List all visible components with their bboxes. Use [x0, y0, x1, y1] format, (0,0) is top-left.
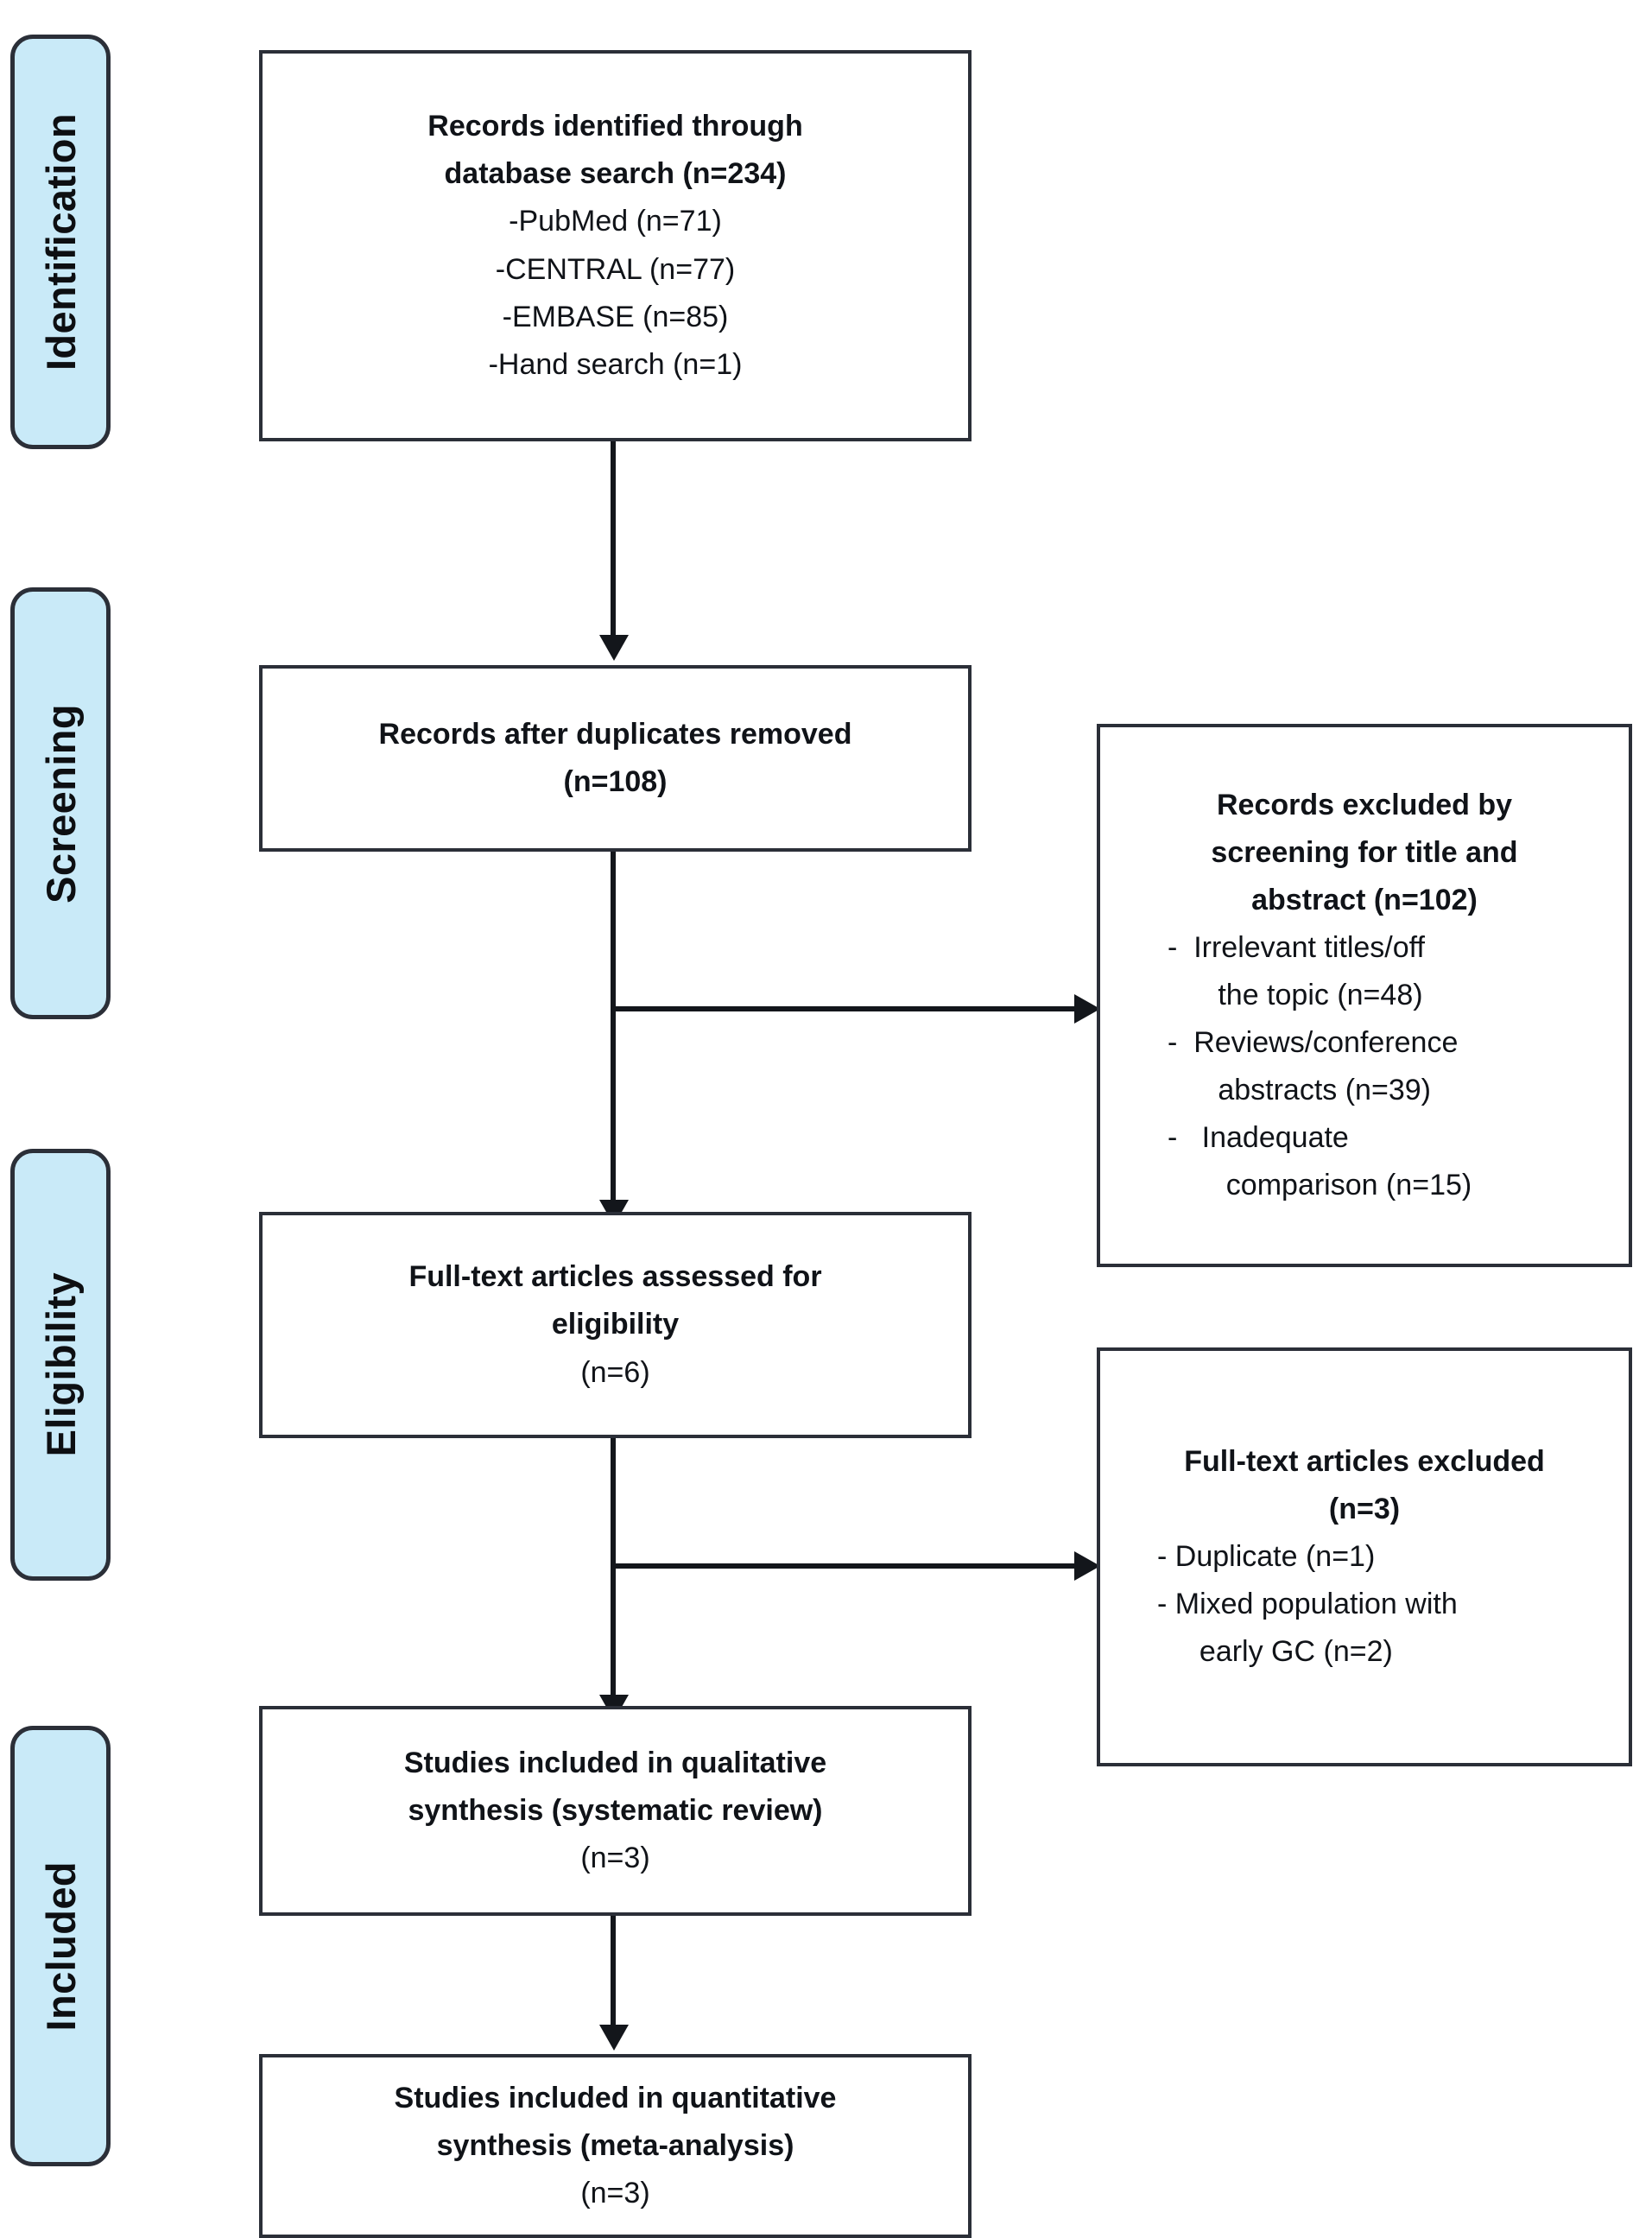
list-item: - Inadequate comparison (n=15) — [1168, 1121, 1472, 1202]
box-records-identified: Records identified through database sear… — [259, 50, 972, 441]
arrowhead-down-identified-to-duplicates — [599, 635, 629, 661]
connector-branch-to-fulltext-excluded — [611, 1563, 1079, 1569]
box-line: -CENTRAL (n=77) — [495, 252, 736, 286]
box-line: (n=6) — [580, 1355, 650, 1389]
stage-tab-included: Included — [10, 1726, 111, 2166]
box-fulltext-assessed: Full-text articles assessed for eligibil… — [259, 1212, 972, 1438]
list-item: - Irrelevant titles/off the topic (n=48) — [1168, 930, 1425, 1011]
box-records-excluded-screening: Records excluded by screening for title … — [1097, 724, 1632, 1267]
stage-tab-identification: Identification — [10, 35, 111, 449]
box-line: Studies included in qualitative — [403, 1746, 827, 1779]
stage-tab-eligibility: Eligibility — [10, 1149, 111, 1581]
box-line: Studies included in quantitative — [394, 2081, 837, 2114]
arrowhead-right-to-fulltext-excluded — [1074, 1551, 1100, 1581]
box-line: Records identified through — [427, 110, 803, 143]
box-records-after-duplicates: Records after duplicates removed (n=108) — [259, 665, 972, 852]
stage-label-screening: Screening — [37, 703, 84, 903]
box-line: Full-text articles excluded — [1184, 1444, 1545, 1478]
exclusion-reason-list: - Irrelevant titles/off the topic (n=48)… — [1100, 924, 1629, 1209]
box-studies-qualitative: Studies included in qualitative synthesi… — [259, 1706, 972, 1916]
connector-duplicates-to-fulltext — [611, 852, 616, 1201]
box-line: synthesis (meta-analysis) — [436, 2128, 794, 2162]
arrowhead-right-to-excluded-screening — [1074, 994, 1100, 1024]
box-line: Records after duplicates removed — [378, 717, 852, 751]
box-line: Full-text articles assessed for — [408, 1260, 822, 1294]
stage-label-included: Included — [37, 1861, 84, 2032]
list-item: - Duplicate (n=1) — [1157, 1539, 1376, 1573]
arrowhead-down-qualitative-to-quantitative — [599, 2025, 629, 2051]
connector-branch-to-excluded-screening — [611, 1006, 1079, 1011]
box-line: -Hand search (n=1) — [488, 347, 743, 381]
stage-label-eligibility: Eligibility — [37, 1272, 84, 1457]
list-item: - Mixed population with early GC (n=2) — [1157, 1588, 1458, 1669]
box-line: -EMBASE (n=85) — [502, 300, 729, 333]
box-line: database search (n=234) — [444, 157, 787, 191]
connector-identified-to-duplicates — [611, 441, 616, 637]
box-line: (n=3) — [1328, 1492, 1401, 1525]
box-line: (n=3) — [580, 2177, 650, 2210]
box-line: synthesis (systematic review) — [408, 1793, 823, 1827]
box-line: (n=108) — [563, 765, 668, 798]
connector-qualitative-to-quantitative — [611, 1916, 616, 2026]
box-line: Records excluded by — [1216, 788, 1512, 821]
stage-label-identification: Identification — [37, 112, 84, 371]
list-item: - Reviews/conference abstracts (n=39) — [1168, 1026, 1459, 1107]
stage-tab-screening: Screening — [10, 587, 111, 1019]
box-line: screening for title and — [1211, 835, 1518, 869]
fulltext-exclusion-reason-list: - Duplicate (n=1) - Mixed population wit… — [1100, 1533, 1629, 1676]
box-line: -PubMed (n=71) — [509, 205, 722, 238]
box-fulltext-excluded: Full-text articles excluded (n=3) - Dupl… — [1097, 1347, 1632, 1766]
box-line: (n=3) — [580, 1842, 650, 1875]
box-line: abstract (n=102) — [1251, 883, 1478, 916]
box-studies-quantitative: Studies included in quantitative synthes… — [259, 2054, 972, 2238]
box-line: eligibility — [551, 1308, 680, 1341]
